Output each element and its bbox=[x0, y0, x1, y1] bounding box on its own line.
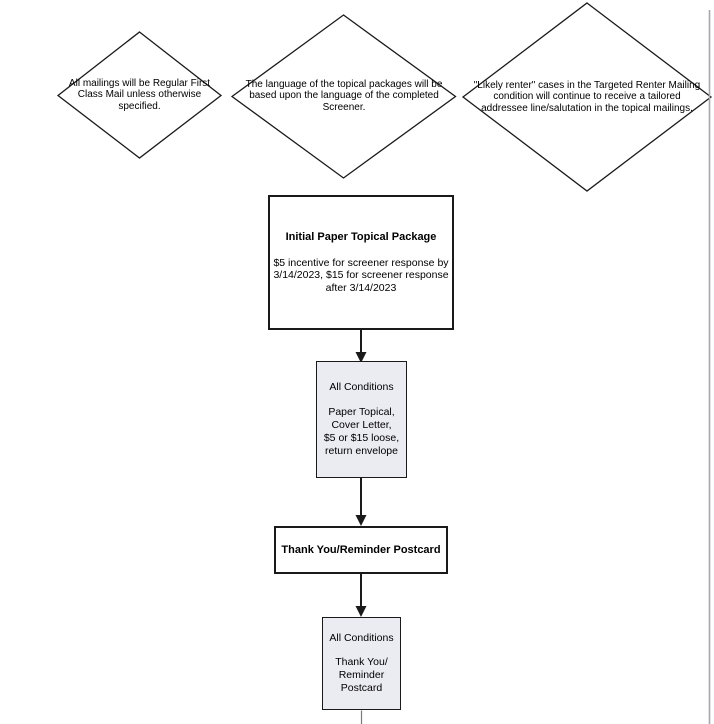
step-title: Thank You/Reminder Postcard bbox=[281, 544, 441, 556]
conditions-header: All Conditions bbox=[329, 381, 394, 393]
note-diamond-likely-renter: "Likely renter" cases in the Targeted Re… bbox=[463, 3, 711, 191]
step-all-conditions-paper-topical: All Conditions Paper Topical, Cover Lett… bbox=[316, 361, 407, 478]
step-thank-you-reminder-postcard: Thank You/Reminder Postcard bbox=[274, 526, 448, 574]
step-incentive-text: $5 incentive for screener response by 3/… bbox=[273, 256, 449, 294]
conditions-header: All Conditions bbox=[329, 632, 394, 644]
conditions-contents: Paper Topical, Cover Letter, $5 or $15 l… bbox=[323, 406, 400, 457]
arrow-3-head bbox=[355, 606, 367, 617]
note-diamond-mail-class: All mailings will be Regular First Class… bbox=[58, 32, 221, 158]
note-text: All mailings will be Regular First Class… bbox=[68, 77, 211, 112]
note-diamond-3-shape bbox=[461, 2, 713, 192]
step-all-conditions-postcard: All Conditions Thank You/ Reminder Postc… bbox=[322, 617, 401, 710]
arrow-2-head bbox=[355, 515, 367, 526]
note-diamond-2-shape bbox=[230, 14, 457, 179]
note-diamond-1-shape bbox=[56, 31, 223, 159]
note-diamond-language: The language of the topical packages wil… bbox=[232, 15, 456, 177]
arrow-1-head bbox=[355, 352, 367, 363]
conditions-contents: Thank You/ Reminder Postcard bbox=[335, 656, 388, 694]
note-text: The language of the topical packages wil… bbox=[245, 78, 443, 113]
step-title: Initial Paper Topical Package bbox=[285, 231, 437, 243]
note-text: "Likely renter" cases in the Targeted Re… bbox=[473, 79, 701, 114]
step-initial-paper-topical-package: Initial Paper Topical Package $5 incenti… bbox=[268, 195, 454, 330]
